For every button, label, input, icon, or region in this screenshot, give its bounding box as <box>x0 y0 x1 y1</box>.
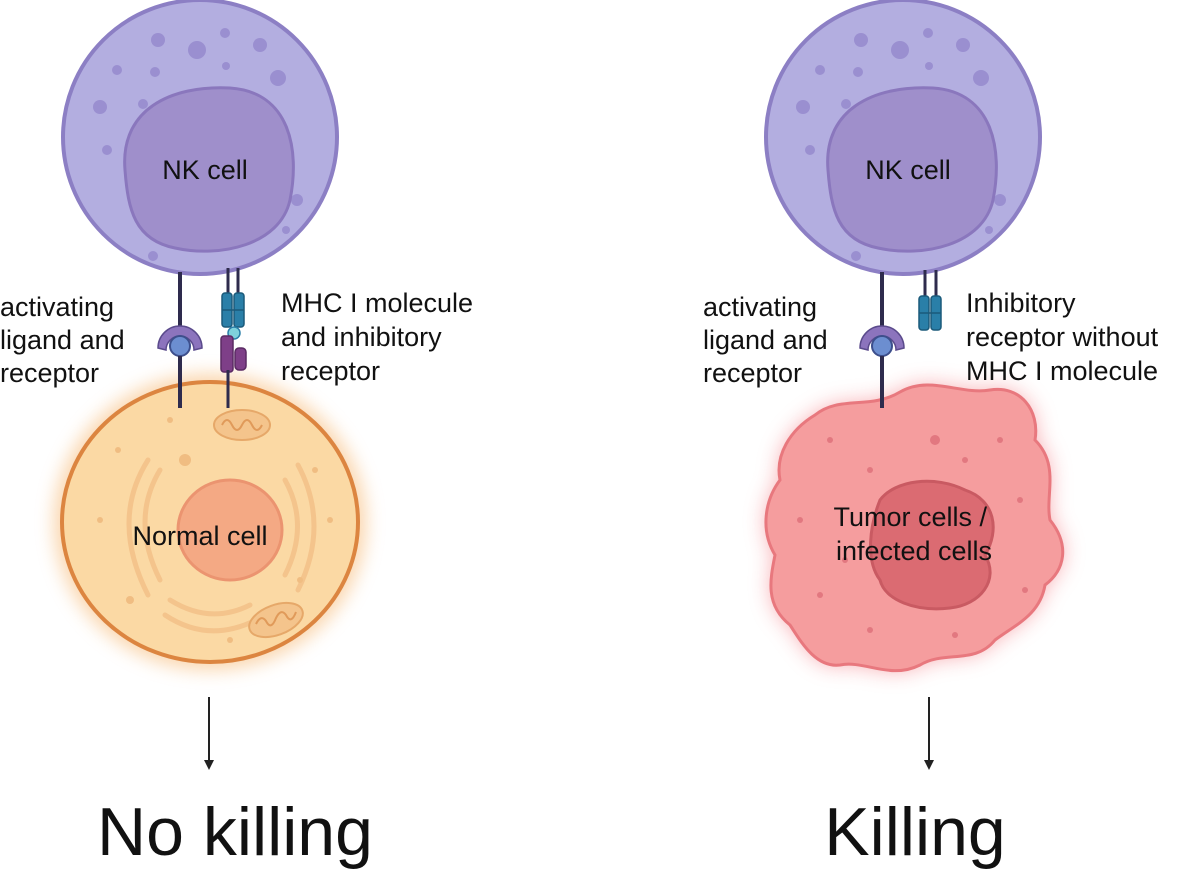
activating-receptor-ligand-right <box>859 272 905 408</box>
nk-granules <box>93 28 303 261</box>
mhc-inhibitory-receptor <box>220 268 247 408</box>
tumor-cell <box>764 383 1065 673</box>
nk-cell-label: NK cell <box>865 155 951 185</box>
nk-cell-label: NK cell <box>162 155 248 185</box>
nk-nucleus <box>826 86 998 253</box>
normal-cell-label: Normal cell <box>132 521 267 551</box>
tumor-cell-label: Tumor cells / infected cells <box>833 502 994 566</box>
activating-label-right: activating ligand and receptor <box>703 292 835 388</box>
cytoplasm-granules <box>97 417 333 643</box>
activating-label-left: activating ligand and receptor <box>0 292 132 388</box>
nk-nucleus <box>123 86 295 253</box>
activating-ligand-icon <box>169 335 191 357</box>
inhibitory-receptor-no-mhc <box>918 270 942 331</box>
left-panel: NK cell activating ligand and receptor <box>0 0 481 870</box>
normal-cell-nucleus <box>176 478 284 582</box>
nk-cell-left: NK cell <box>61 0 339 276</box>
outcome-no-killing: No killing <box>97 794 373 870</box>
mitochondrion-icon <box>213 409 271 441</box>
tumor-granules <box>797 435 1028 638</box>
mhc-i-molecule-icon <box>220 335 234 373</box>
normal-cell <box>54 374 366 670</box>
nk-granules <box>796 28 1006 261</box>
inhibitory-label-right: Inhibitory receptor without MHC I molecu… <box>966 288 1166 386</box>
tumor-nucleus <box>869 479 995 611</box>
right-panel: NK cell activating ligand and receptor I… <box>703 0 1166 870</box>
outcome-killing: Killing <box>824 794 1005 870</box>
inhibitory-label-left: MHC I molecule and inhibitory receptor <box>281 288 481 386</box>
activating-receptor-ligand-left <box>157 272 203 408</box>
nk-cell-right: NK cell <box>764 0 1042 276</box>
mitochondrion-icon <box>248 601 304 639</box>
activating-ligand-icon <box>871 335 893 357</box>
